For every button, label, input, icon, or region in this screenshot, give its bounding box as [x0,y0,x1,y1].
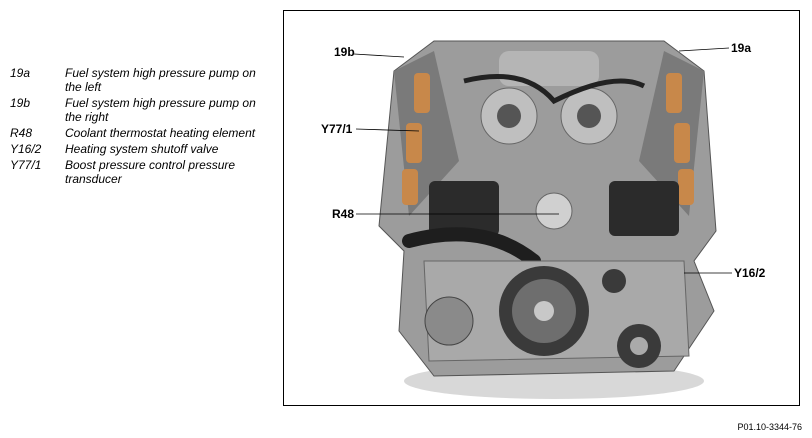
legend-description: Fuel system high pressure pump on the ri… [65,96,256,124]
leader-19b [353,53,405,58]
leader-19a [678,47,730,52]
coil-left-3 [402,169,418,205]
crank-pulley-center [534,301,554,321]
thermostat-housing [535,192,573,230]
legend-code: 19a [10,66,31,80]
callout-r48: R48 [332,207,355,221]
legend-description: Fuel system high pressure pump on the le… [65,66,256,94]
legend-code: R48 [10,126,33,140]
tensioner-pulley [602,269,626,293]
left-air-duct [429,181,499,236]
legend-code: Y77/1 [10,158,42,172]
legend-row: 19b Fuel system high pressure pump on th… [10,96,270,124]
coolant-hose [402,227,541,268]
idler-pulley-center [630,337,648,355]
legend-table: 19a Fuel system high pressure pump on th… [10,66,270,188]
coil-right-1 [666,73,682,113]
intake-plenum [499,51,599,86]
legend-code: 19b [10,96,31,110]
engine-figure: 19b 19a Y77/1 R48 Y16/2 [283,10,800,406]
right-air-duct [609,181,679,236]
coil-left-2 [406,123,422,163]
legend-row: 19a Fuel system high pressure pump on th… [10,66,270,94]
coil-right-3 [678,169,694,205]
coil-left-1 [414,73,430,113]
engine-illustration [353,40,732,399]
turbo-right-inlet [577,104,601,128]
legend-row: Y77/1 Boost pressure control pressure tr… [10,158,270,186]
legend-description: Coolant thermostat heating element [65,126,256,140]
legend-row: R48 Coolant thermostat heating element [10,126,270,140]
callout-19a: 19a [731,41,752,55]
legend-row: Y16/2 Heating system shutoff valve [10,142,270,156]
figure-reference: P01.10-3344-76 [737,422,802,432]
legend-code: Y16/2 [10,142,42,156]
callout-19b: 19b [334,45,355,59]
legend-description: Heating system shutoff valve [65,142,219,156]
legend-description: Boost pressure control pressure transduc… [65,158,236,186]
alternator-pulley [424,296,474,346]
leader-y77 [355,128,420,132]
coil-right-2 [674,123,690,163]
callout-y77-1: Y77/1 [321,122,353,136]
callout-y16-2: Y16/2 [734,266,766,280]
vacuum-line [463,74,646,105]
turbo-left-inlet [497,104,521,128]
